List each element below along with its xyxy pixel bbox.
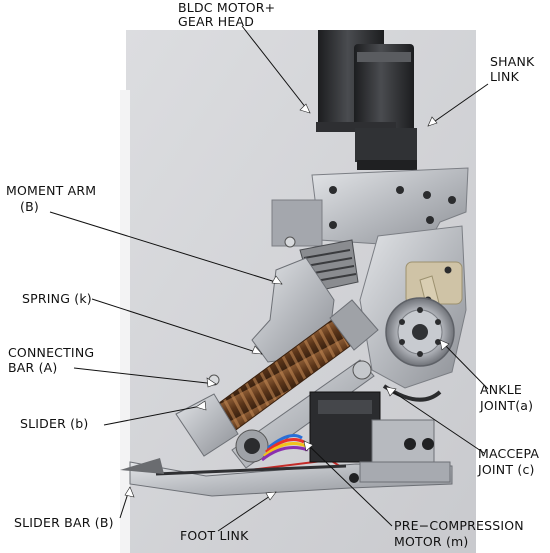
label-moment-arm-line2: (B)	[20, 199, 39, 214]
arrowheads	[124, 103, 450, 501]
label-spring: SPRING (k)	[22, 291, 92, 306]
label-shank-line1: SHANK	[490, 54, 535, 69]
label-connecting-bar-line1: CONNECTING	[8, 345, 95, 360]
label-maccepa-joint-line2: JOINT (c)	[478, 462, 535, 477]
label-maccepa-joint-line1: MACCEPA	[478, 446, 540, 461]
label-connecting-bar-line2: BAR (A)	[8, 360, 58, 375]
label-pre-compression-line2: MOTOR (m)	[394, 534, 469, 549]
bldc-motor	[316, 30, 417, 170]
connecting-bar	[231, 359, 375, 469]
spring	[195, 299, 379, 447]
label-slider-bar: SLIDER BAR (B)	[14, 515, 114, 530]
leader-lines	[49, 25, 489, 532]
label-pre-compression-line1: PRE−COMPRESSION	[394, 518, 524, 533]
label-foot-link: FOOT LINK	[180, 528, 249, 543]
label-slider: SLIDER (b)	[20, 416, 89, 431]
label-ankle-joint-line1: ANKLE	[480, 382, 522, 397]
label-shank-line2: LINK	[490, 69, 519, 84]
shank-link	[271, 167, 469, 248]
slider-block	[175, 374, 239, 457]
label-moment-arm-line1: MOMENT ARM	[6, 183, 97, 198]
pre-compression-motor	[309, 384, 442, 465]
label-bldc-motor-line1: BLDC MOTOR+	[178, 0, 276, 15]
label-ankle-joint-line2: JOINT(a)	[480, 398, 534, 413]
ankle-joint-disk	[385, 297, 455, 367]
label-bldc-motor-line2: GEAR HEAD	[178, 14, 255, 29]
foot-link	[120, 458, 453, 497]
